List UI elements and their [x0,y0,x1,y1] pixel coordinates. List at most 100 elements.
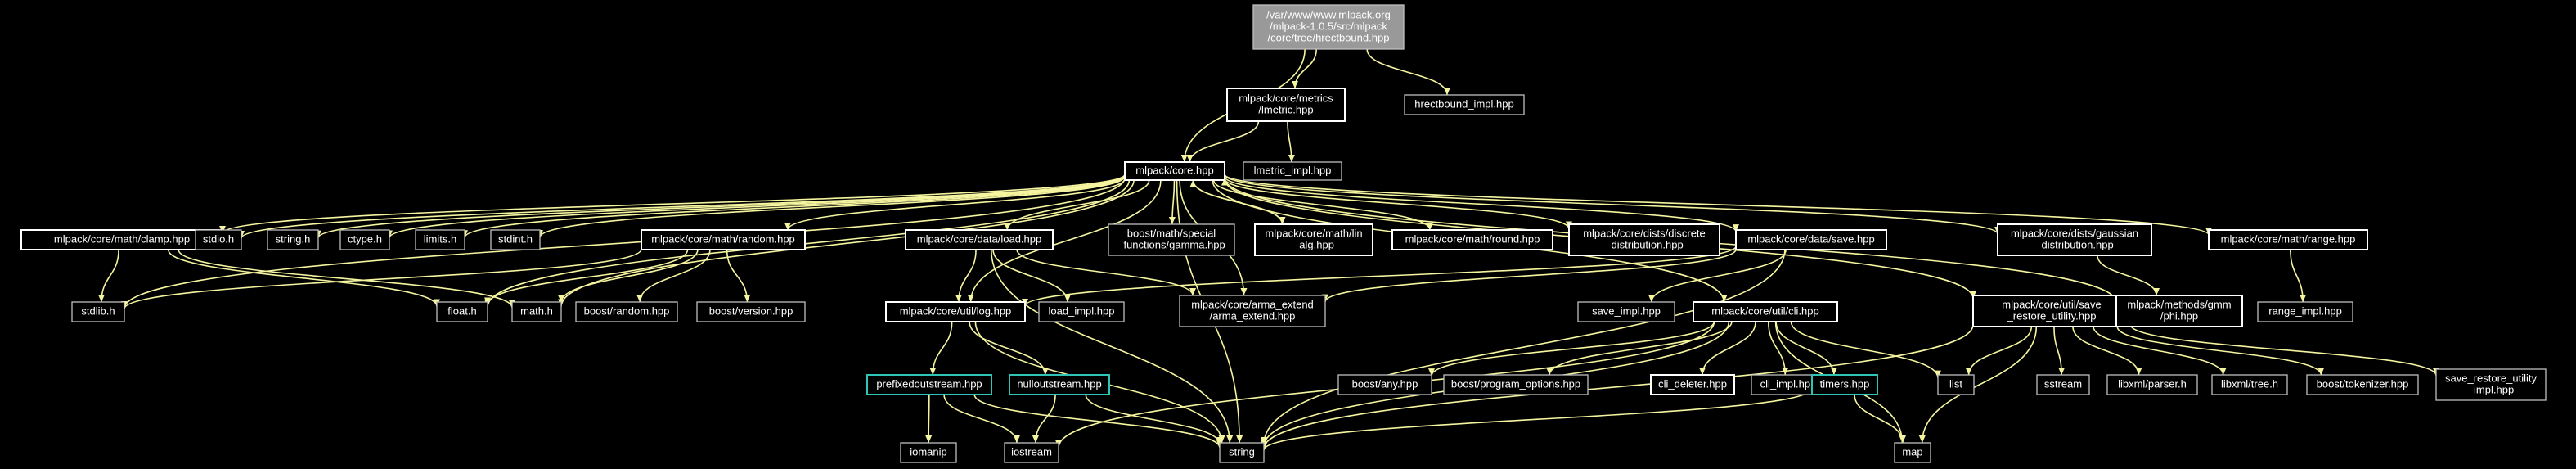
node-label-gamma: _functions/gamma.hpp [1117,238,1225,250]
node-xmltree: libxml/tree.h [2211,374,2288,395]
edge-cli-to-cli_deleter [1699,321,1756,376]
edge-clamp-to-math [178,249,515,309]
node-box-lin_alg [1254,223,1373,256]
node-label-stdio: stdio.h [203,232,234,245]
edge-prefixed-to-string [973,394,1223,449]
edge-prefixed-to-iostream [943,394,1020,444]
node-box-gmm_phi [2115,295,2243,327]
node-box-cli_deleter [1650,374,1735,395]
node-metrics[interactable]: mlpack/core/metrics/lmetric.hpp [1226,88,1346,122]
node-save[interactable]: mlpack/core/data/save.hpp [1735,229,1887,250]
node-nullout[interactable]: nulloutstream.hpp [1009,374,1110,395]
node-tokenizer: boost/tokenizer.hpp [2306,374,2419,395]
node-label-arma_extend: /arma_extend.hpp [1210,309,1296,322]
edge-core-to-stdint [537,176,1126,238]
node-box-log [885,301,1026,322]
edge-layer [97,48,2439,451]
node-lin_alg[interactable]: mlpack/core/math/lin_alg.hpp [1254,223,1373,256]
edge-core-to-gamma [1168,179,1176,225]
node-label-prog_opts: boost/program_options.hpp [1451,377,1580,390]
edge-random-to-float [484,249,689,305]
node-prefixed[interactable]: prefixedoutstream.hpp [866,374,992,395]
edge-lin_alg-to-core [1189,179,1284,225]
node-box-gamma [1108,223,1235,256]
node-box-discrete [1568,223,1720,256]
edge-cli-to-cli_impl [1767,321,1789,376]
node-load[interactable]: mlpack/core/data/load.hpp [905,229,1054,250]
node-log[interactable]: mlpack/core/util/log.hpp [885,301,1026,322]
node-label-metrics: /lmetric.hpp [1258,103,1313,115]
node-sr_impl: save_restore_utility_impl.hpp [2435,368,2547,401]
node-label-hrect_impl: hrectbound_impl.hpp [1414,97,1513,110]
node-label-limits: limits.h [424,232,456,245]
node-label-sr_impl: _impl.hpp [2467,383,2514,395]
edge-core-to-gaussian [1224,174,2001,235]
node-label-string_h: string.h [276,232,311,245]
node-box-iomanip [900,442,957,463]
node-limits: limits.h [415,229,465,250]
node-label-lin_alg: _alg.hpp [1292,238,1334,250]
edge-timers-to-map [1854,394,1906,444]
node-stdint: stdint.h [490,229,541,250]
node-gmm_phi[interactable]: mlpack/methods/gmm/phi.hpp [2115,295,2243,327]
edge-save-to-log [1022,246,1737,307]
node-box-lmetric_impl [1243,161,1342,181]
node-range_impl: range_impl.hpp [2257,301,2353,322]
node-load_impl: load_impl.hpp [1038,301,1125,322]
node-box-random [641,229,806,250]
node-box-load_impl [1038,301,1125,322]
node-arma_extend: mlpack/core/arma_extend/arma_extend.hpp [1179,295,1326,327]
node-iomanip: iomanip [900,442,957,463]
node-sstream: sstream [2036,374,2090,395]
node-hrect_impl: hrectbound_impl.hpp [1404,94,1525,115]
node-box-prog_opts [1443,374,1589,395]
edge-root-to-hrect_impl [1366,48,1450,96]
node-cli_deleter[interactable]: cli_deleter.hpp [1650,374,1735,395]
edge-save-to-string [1261,249,1786,444]
node-round[interactable]: mlpack/core/math/round.hpp [1391,229,1553,250]
edge-root-to-metrics [1291,48,1318,89]
node-math: math.h [511,301,562,322]
node-timers[interactable]: timers.hpp [1811,374,1878,395]
edge-random-to-boost_version [726,249,751,303]
node-range[interactable]: mlpack/core/math/range.hpp [2208,229,2368,250]
edge-metrics-to-core [1186,120,1260,163]
node-label-random: mlpack/core/math/random.hpp [651,232,795,245]
node-box-root [1252,4,1405,50]
edge-core-to-clamp [219,174,1126,234]
edge-core-to-load [1004,179,1150,231]
edge-save_restore-to-tokenizer [2116,326,2325,376]
node-box-iostream [1004,442,1059,463]
node-box-math [511,301,562,322]
node-box-range_impl [2257,301,2353,322]
node-label-discrete: _distribution.hpp [1604,238,1683,250]
edge-nullout-to-iostream [1032,394,1056,444]
node-box-cli [1693,301,1838,322]
node-list: list [1937,374,1975,395]
node-ctype: ctype.h [339,229,390,250]
node-cli[interactable]: mlpack/core/util/cli.hpp [1693,301,1838,322]
node-label-gaussian: mlpack/core/dists/gaussian [2011,227,2138,239]
node-string_h: string.h [267,229,319,250]
node-label-save_restore: mlpack/core/util/save [2002,298,2101,310]
node-box-boost_any [1337,374,1432,395]
node-random[interactable]: mlpack/core/math/random.hpp [641,229,806,250]
edge-prefixed-to-iomanip [925,394,933,444]
node-discrete[interactable]: mlpack/core/dists/discrete_distribution.… [1568,223,1720,256]
node-box-string_h [267,229,319,250]
node-save_restore[interactable]: mlpack/core/util/save_restore_utility.hp… [1972,295,2131,327]
node-label-cli: mlpack/core/util/cli.hpp [1711,304,1819,317]
edge-save_restore-to-sstream [2053,326,2066,376]
node-label-load: mlpack/core/data/load.hpp [917,232,1041,245]
node-box-xmltree [2211,374,2288,395]
node-core[interactable]: mlpack/core.hpp [1124,161,1225,181]
node-box-load [905,229,1054,250]
edge-log-to-prefixed [929,321,953,376]
node-gaussian[interactable]: mlpack/core/dists/gaussian_distribution.… [1997,223,2152,256]
node-clamp[interactable]: mlpack/core/math/clamp.hpp [20,229,223,250]
node-float: float.h [436,301,488,322]
node-root[interactable]: /var/www/www.mlpack.org/mlpack-1.0.5/src… [1252,4,1405,50]
node-label-lmetric_impl: lmetric_impl.hpp [1254,164,1332,176]
node-iostream: iostream [1004,442,1059,463]
node-label-iostream: iostream [1011,445,1052,458]
